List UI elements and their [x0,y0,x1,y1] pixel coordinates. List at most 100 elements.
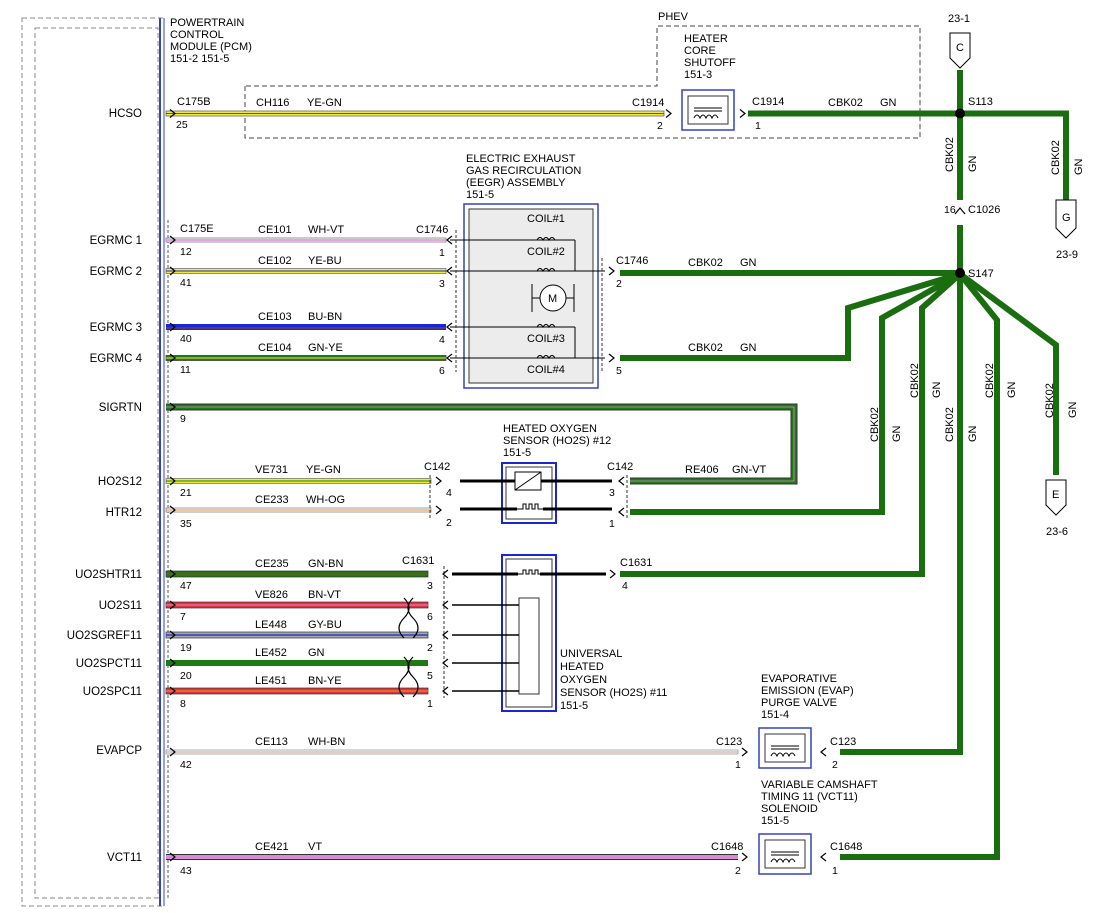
splice-s147 [955,268,965,278]
svg-text:POWERTRAIN: POWERTRAIN [170,17,244,29]
pcm-pin-numbers: 25 12 41 40 11 9 21 35 47 7 19 20 8 42 4… [176,119,192,877]
circuit-le452: LE452 [255,647,287,659]
svg-text:TIMING 11 (VCT11): TIMING 11 (VCT11) [761,791,858,803]
eegr-motor: M [548,293,557,305]
wire-re406-stripe [166,406,795,482]
svg-text:1: 1 [439,247,445,259]
circuit-ce102: CE102 [258,255,292,267]
connector-c123-left: C123 [716,736,742,748]
evap-label: EVAPORATIVE EMISSION (EVAP) PURGE VALVE … [761,673,854,721]
svg-text:40: 40 [180,333,192,345]
svg-text:GAS RECIRCULATION: GAS RECIRCULATION [466,165,581,177]
svg-text:151-5: 151-5 [503,447,531,459]
evap-purge-valve [758,727,812,769]
page-ref-g: G 23-9 [1055,199,1078,261]
svg-text:1: 1 [609,518,615,530]
pin-name-egrmc1: EGRMC 1 [90,235,142,247]
wire-ce101 [165,237,447,243]
circuit-ch116: CH116 [256,97,289,109]
svg-text:CBK02: CBK02 [944,407,956,442]
wire-le451 [165,687,429,695]
svg-text:11: 11 [180,364,191,376]
svg-text:GN: GN [891,425,903,442]
svg-text:ELECTRIC EXHAUST: ELECTRIC EXHAUST [466,153,576,165]
connector-c175b: C175B [177,96,211,108]
svg-text:OXYGEN: OXYGEN [560,674,607,686]
pcm-pin-names: HCSO EGRMC 1 EGRMC 2 EGRMC 3 EGRMC 4 SIG… [67,108,143,864]
svg-text:CBK02: CBK02 [869,407,881,442]
connector-c1746-right: C1746 [616,255,648,267]
pin-name-egrmc4: EGRMC 4 [90,353,143,365]
circuit-ce421-color: VT [308,841,322,853]
svg-text:35: 35 [180,518,192,530]
wire-ce102 [165,268,447,274]
coil-3-label: COIL#3 [527,333,565,345]
svg-text:7: 7 [180,611,186,623]
svg-text:UNIVERSAL: UNIVERSAL [560,648,622,660]
circuit-le451: LE451 [255,675,287,687]
pin-name-uo2sgref11: UO2SGREF11 [67,630,142,642]
circuit-ce113: CE113 [255,736,288,748]
circuit-ve731: VE731 [255,464,288,476]
svg-text:41: 41 [180,277,192,289]
svg-text:G: G [1062,212,1071,224]
coil-1-label: COIL#1 [527,213,565,225]
connector-c1746-left: C1746 [416,224,448,236]
svg-text:HEATED OXYGEN: HEATED OXYGEN [503,423,597,435]
svg-text:CBK02: CBK02 [1044,383,1056,418]
pin-name-uo2spc11: UO2SPC11 [83,686,142,698]
vct-label: VARIABLE CAMSHAFT TIMING 11 (VCT11) SOLE… [761,779,878,827]
wire-ce104 [165,355,447,361]
svg-text:4: 4 [622,580,628,592]
coil-2-label: COIL#2 [527,246,565,258]
svg-text:EVAPORATIVE: EVAPORATIVE [761,673,837,685]
svg-text:SENSOR (HO2S) #11: SENSOR (HO2S) #11 [560,687,667,699]
svg-text:4: 4 [439,334,445,346]
eegr-label: ELECTRIC EXHAUST GAS RECIRCULATION (EEGR… [466,153,581,201]
svg-text:151-5: 151-5 [761,815,789,827]
wire-ce113 [165,749,739,755]
pin-name-vct11: VCT11 [107,852,142,864]
circuit-ce113-color: WH-BN [308,736,345,748]
circuit-cbk02-egr5-color: GN [740,342,757,354]
wire-ch116 [165,110,665,117]
uho2s-label: UNIVERSAL HEATED OXYGEN SENSOR (HO2S) #1… [560,648,667,712]
svg-text:CONTROL: CONTROL [170,29,224,41]
circuit-le448: LE448 [255,619,287,631]
pcm-title: POWERTRAIN CONTROL MODULE (PCM) 151-2 15… [170,17,252,65]
svg-text:(EEGR) ASSEMBLY: (EEGR) ASSEMBLY [466,177,566,189]
ground-network [620,70,1069,860]
circuit-cbk02-egr2-color: GN [740,257,757,269]
svg-text:3: 3 [609,487,615,499]
circuit-cbk02-egr5: CBK02 [688,342,723,354]
circuit-ce233: CE233 [255,494,289,506]
circuit-ve826-color: BN-VT [308,589,341,601]
heater-core-label: HEATER CORE SHUTOFF 151-3 [684,33,736,81]
wire-le448 [165,631,429,639]
circuit-ch116-color: YE-GN [307,97,342,109]
svg-text:23-6: 23-6 [1046,526,1068,538]
svg-text:151-5: 151-5 [466,189,494,201]
circuit-ce101-color: WH-VT [308,224,344,236]
svg-text:6: 6 [439,365,445,377]
svg-text:SENSOR (HO2S) #12: SENSOR (HO2S) #12 [503,435,611,447]
svg-text:PURGE VALVE: PURGE VALVE [761,697,837,709]
svg-text:GN: GN [967,425,979,442]
svg-text:20: 20 [180,670,192,682]
svg-text:CORE: CORE [684,45,716,57]
pin-name-evapcp: EVAPCP [96,745,142,757]
pin-name-uo2s11: UO2S11 [99,600,142,612]
circuit-ce235-color: GN-BN [308,558,344,570]
circuit-ve826: VE826 [255,589,288,601]
ho2s-sensor [460,462,612,524]
connector-c1914-right: C1914 [752,96,784,108]
svg-text:151-5: 151-5 [560,700,588,712]
circuit-le451-color: BN-YE [308,675,342,687]
svg-text:151-4: 151-4 [761,709,789,721]
svg-text:MODULE (PCM): MODULE (PCM) [170,41,252,53]
pin-name-hcso: HCSO [109,108,142,120]
circuit-ce421: CE421 [255,841,289,853]
svg-text:8: 8 [180,698,186,710]
splice-s113-label: S113 [968,96,993,108]
circuit-ce235: CE235 [255,558,289,570]
